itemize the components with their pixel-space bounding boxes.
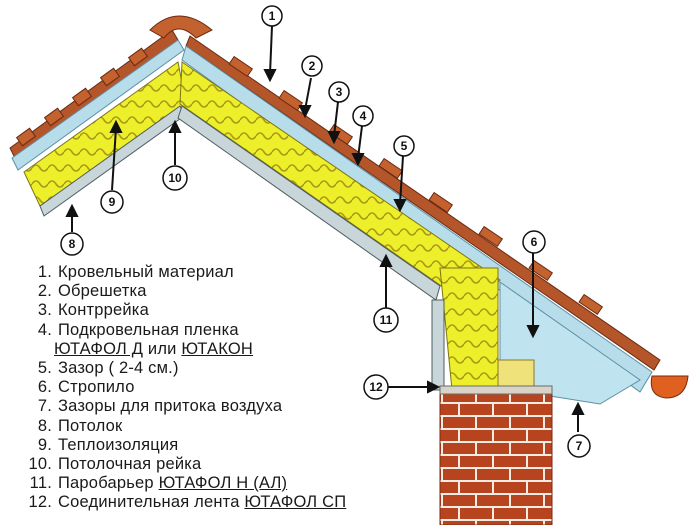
svg-text:1: 1 (269, 9, 276, 23)
legend-item-2: 2.Обрешетка (37, 282, 147, 301)
membrane-right (181, 45, 653, 393)
roof-tiles-right (185, 35, 661, 371)
callout-6: 6 (522, 230, 546, 254)
legend-item-6: 6.Стропило (37, 378, 135, 397)
callout-11: 11 (373, 307, 399, 333)
svg-text:8: 8 (69, 237, 76, 251)
callout-2: 2 (301, 55, 323, 77)
callout-10: 10 (162, 165, 188, 191)
membrane-left (11, 39, 185, 171)
legend-item-10: 10.Потолочная рейка (28, 455, 202, 474)
svg-text:2: 2 (309, 59, 316, 73)
legend-item-9: 9.Теплоизоляция (37, 435, 179, 454)
brick-wall (439, 391, 553, 525)
legend-item-3: 3.Контррейка (37, 301, 149, 320)
svg-text:5: 5 (401, 139, 408, 153)
svg-text:9: 9 (109, 195, 116, 209)
callout-8: 8 (60, 232, 84, 256)
svg-text:4: 4 (360, 109, 367, 123)
legend-item-5: 5.Зазор ( 2-4 см.) (37, 359, 179, 378)
legend: 1.Кровельный материал 2.Обрешетка 3.Конт… (28, 263, 468, 513)
svg-text:6: 6 (531, 235, 538, 249)
legend-item-11: 11.Паробарьер ЮТАФОЛ Н (АЛ) (29, 474, 288, 493)
callout-1: 1 (261, 5, 283, 27)
callouts: 1 2 3 4 5 6 7 8 9 10 11 12 (60, 5, 591, 458)
svg-text:11: 11 (380, 313, 393, 327)
svg-text:10: 10 (168, 171, 182, 185)
callout-9: 9 (100, 190, 124, 214)
legend-item-12: 12.Соединительная лента ЮТАФОЛ СП (28, 493, 347, 512)
wall-top-plate (439, 385, 553, 395)
svg-text:3: 3 (336, 85, 343, 99)
ridge-cap (149, 15, 213, 39)
callout-4: 4 (352, 105, 374, 127)
air-gap-eave (499, 281, 641, 405)
gutter (650, 375, 689, 399)
legend-item-4: 4.Подкровельная пленка (37, 320, 239, 339)
svg-text:7: 7 (576, 439, 583, 453)
legend-item-7: 7.Зазоры для притока воздуха (37, 397, 283, 416)
leader-lines (65, 25, 585, 432)
callout-3: 3 (328, 81, 350, 103)
legend-item-4-brands: ЮТАФОЛ Д или ЮТАКОН (54, 339, 254, 358)
legend-item-8: 8.Потолок (37, 416, 123, 435)
svg-text:12: 12 (369, 380, 383, 394)
roof-tiles-left (9, 29, 179, 161)
legend-item-1: 1.Кровельный материал (37, 263, 234, 281)
callout-5: 5 (393, 135, 415, 157)
callout-12: 12 (363, 374, 389, 400)
callout-7: 7 (567, 434, 591, 458)
